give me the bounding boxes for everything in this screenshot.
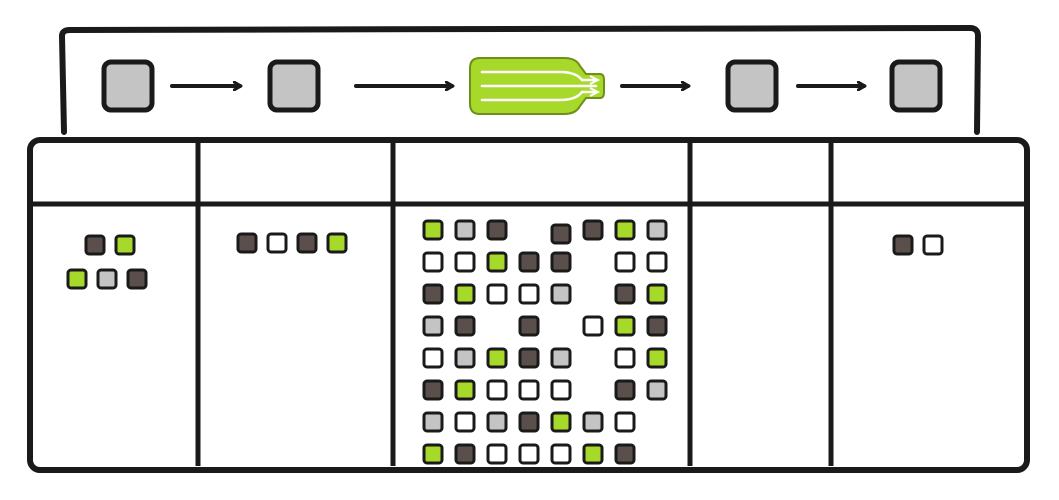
work-card-gray (646, 219, 668, 241)
pipeline-stage-box (725, 59, 779, 113)
board-column-5 (892, 234, 944, 256)
work-card-empty (646, 251, 668, 273)
work-card-dark (614, 443, 636, 465)
work-card-dark (518, 315, 540, 337)
work-card-empty (486, 443, 508, 465)
work-card-dark (614, 283, 636, 305)
work-card-dark (518, 251, 540, 273)
work-card-green (422, 219, 444, 241)
work-card-green (614, 315, 636, 337)
work-card-gray (454, 219, 476, 241)
work-card-empty (582, 315, 604, 337)
work-card-dark (296, 232, 318, 254)
work-card-empty (550, 379, 572, 401)
work-card-dark (126, 268, 148, 290)
work-card-gray (550, 347, 572, 369)
work-card-dark (422, 379, 444, 401)
board-column-2 (236, 232, 348, 254)
work-card-dark (550, 251, 572, 273)
work-card-dark (236, 232, 258, 254)
work-card-gray (550, 283, 572, 305)
bottleneck-icon (469, 57, 605, 115)
work-card-empty (518, 379, 540, 401)
work-card-empty (422, 251, 444, 273)
work-card-empty (486, 283, 508, 305)
board-column-3 (422, 219, 668, 465)
work-card-gray (422, 411, 444, 433)
work-card-dark (892, 234, 914, 256)
work-card-green (454, 379, 476, 401)
work-card-empty (454, 251, 476, 273)
work-card-green (454, 283, 476, 305)
work-card-empty (518, 443, 540, 465)
work-card-empty (614, 347, 636, 369)
pipeline-stage-box (101, 59, 155, 113)
work-card-gray (582, 411, 604, 433)
board-column-1 (66, 234, 148, 290)
column-dividers (195, 143, 834, 466)
pipeline-frame (59, 25, 981, 135)
pipeline-stage-box (889, 59, 943, 113)
work-card-dark (454, 315, 476, 337)
work-card-dark (84, 234, 106, 256)
work-card-dark (582, 219, 604, 241)
work-card-gray (486, 411, 508, 433)
work-card-dark (614, 379, 636, 401)
work-card-gray (422, 315, 444, 337)
pipeline-flow (101, 57, 943, 115)
work-card-empty (422, 347, 444, 369)
work-card-dark (486, 219, 508, 241)
work-card-empty (486, 379, 508, 401)
work-card-empty (614, 251, 636, 273)
work-card-empty (550, 443, 572, 465)
work-card-green (614, 219, 636, 241)
work-card-green (422, 443, 444, 465)
work-card-empty (454, 411, 476, 433)
work-card-dark (422, 283, 444, 305)
work-card-dark (454, 443, 476, 465)
work-card-dark (646, 315, 668, 337)
work-card-green (66, 268, 88, 290)
work-card-green (326, 232, 348, 254)
work-card-green (486, 251, 508, 273)
board-frame (27, 137, 1030, 473)
work-card-green (550, 411, 572, 433)
work-card-dark (518, 411, 540, 433)
work-card-green (486, 347, 508, 369)
work-card-empty (922, 234, 944, 256)
work-card-empty (614, 411, 636, 433)
work-card-gray (454, 347, 476, 369)
work-card-dark (550, 223, 572, 245)
pipeline-stage-box (267, 59, 321, 113)
work-card-gray (96, 268, 118, 290)
work-card-green (646, 283, 668, 305)
work-card-empty (266, 232, 288, 254)
work-card-green (582, 443, 604, 465)
work-card-gray (646, 379, 668, 401)
work-card-green (646, 347, 668, 369)
work-card-empty (518, 283, 540, 305)
work-card-green (114, 234, 136, 256)
board-cards (66, 219, 944, 465)
work-card-dark (518, 347, 540, 369)
